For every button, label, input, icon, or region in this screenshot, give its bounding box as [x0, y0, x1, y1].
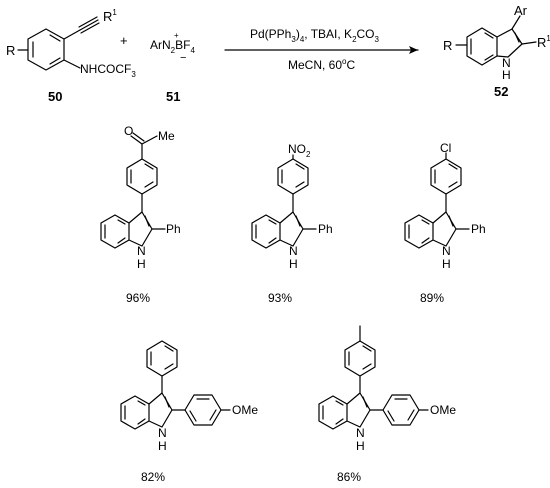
reactant-50-amide-label: NHCOCF3 — [80, 62, 136, 79]
example-nitro-structure: Ph NO2 N H 93% — [251, 142, 333, 305]
example-tolyl-yield: 86% — [337, 470, 361, 484]
example-nitro-sub-label: NO2 — [288, 142, 311, 159]
example-phenyl-structure: OMe N H 82% — [120, 340, 258, 484]
product-52-number: 52 — [494, 84, 508, 99]
example-chloro-n-label: N — [442, 244, 451, 258]
reactant-50-number: 50 — [48, 89, 62, 104]
product-52-structure: R Ar R1 N H 52 — [443, 3, 550, 99]
example-phenyl-n-label: N — [158, 426, 167, 440]
example-tolyl-h-label: H — [356, 439, 365, 453]
example-nitro-n-label: N — [289, 244, 298, 258]
example-tolyl-n-label: N — [356, 426, 365, 440]
example-tolyl-c2-group: OMe — [430, 403, 456, 417]
reagent-51-plus-charge: + — [174, 31, 179, 40]
plus-sign: + — [120, 33, 128, 48]
example-acetyl-structure: Ph Me O N H 96% — [100, 124, 181, 305]
example-acetyl-yield: 96% — [126, 291, 150, 305]
example-tolyl-structure: OMe N H 86% — [318, 325, 456, 484]
reagent-51-formula: ArN2BF4 — [150, 38, 195, 55]
reactant-50-r-label: R — [6, 43, 15, 58]
product-52-r-label: R — [443, 38, 452, 53]
example-acetyl-c2-group: Ph — [166, 222, 181, 236]
example-nitro-h-label: H — [289, 257, 298, 271]
reagent-51-minus-charge: − — [180, 52, 186, 64]
example-chloro-structure: Ph Cl N H 89% — [404, 141, 486, 305]
example-acetyl-n-label: N — [137, 244, 146, 258]
example-chloro-sub-label: Cl — [440, 141, 451, 155]
reactant-50-structure: R1 R NHCOCF3 50 — [6, 8, 136, 104]
example-nitro-yield: 93% — [268, 291, 292, 305]
example-phenyl-h-label: H — [158, 439, 167, 453]
example-nitro-c2-group: Ph — [318, 222, 333, 236]
example-acetyl-sub-label: Me — [158, 129, 175, 143]
reaction-arrow-group: Pd(PPh3)4, TBAI, K2CO3 MeCN, 60oC — [224, 27, 419, 72]
reactant-50-r1-label: R1 — [103, 8, 117, 24]
example-chloro-c2-group: Ph — [471, 222, 486, 236]
product-52-h-label: H — [502, 68, 511, 82]
arrow-head — [409, 46, 418, 54]
product-52-n-label: N — [502, 56, 511, 70]
product-52-r1-label: R1 — [537, 34, 550, 50]
example-chloro-h-label: H — [442, 257, 451, 271]
product-52-ar-label: Ar — [514, 3, 528, 18]
example-acetyl-o-label: O — [124, 124, 133, 138]
example-phenyl-yield: 82% — [141, 470, 165, 484]
example-phenyl-c2-group: OMe — [232, 403, 258, 417]
reagent-51-number: 51 — [166, 89, 180, 104]
example-acetyl-h-label: H — [137, 257, 146, 271]
reagent-51: ArN2BF4 + − 51 — [150, 31, 195, 104]
conditions-above: Pd(PPh3)4, TBAI, K2CO3 — [250, 27, 380, 44]
example-chloro-yield: 89% — [420, 291, 444, 305]
conditions-below: MeCN, 60oC — [288, 57, 355, 72]
